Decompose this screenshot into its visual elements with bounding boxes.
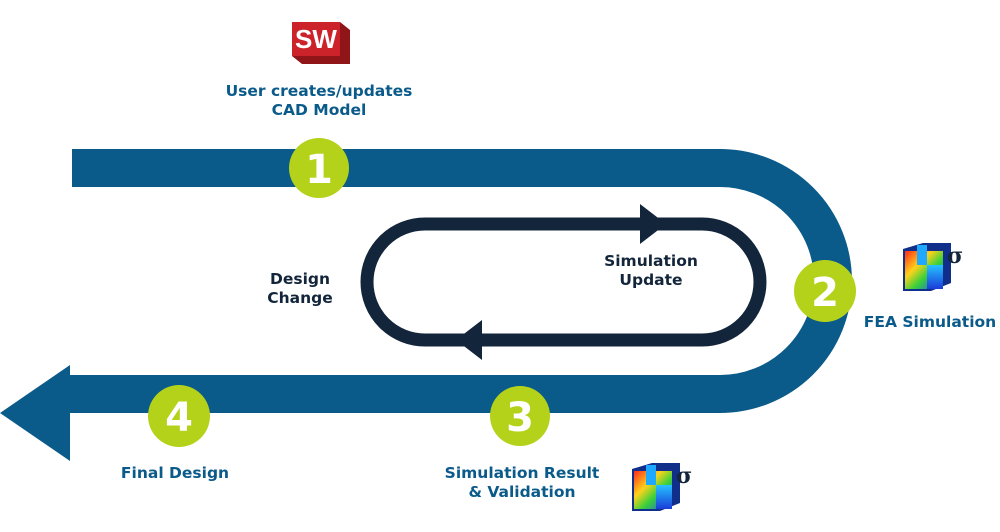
step-3-label: Simulation Result & Validation: [444, 464, 600, 501]
design-change-label: Design Change: [267, 270, 333, 307]
track-arrowhead: [0, 365, 70, 461]
fea-result-icon: σ: [632, 463, 692, 511]
step-1-marker: 1: [289, 138, 349, 198]
step-2-number: 2: [811, 270, 839, 316]
step-2-label: FEA Simulation: [863, 313, 997, 331]
solidworks-logo: SW: [292, 22, 350, 64]
solidworks-logo-text: SW: [295, 24, 337, 54]
sigma-icon: σ: [947, 243, 963, 269]
fea-simulation-icon: σ: [903, 243, 963, 291]
process-track: [60, 149, 852, 413]
step-4-number: 4: [165, 395, 193, 441]
sigma-icon: σ: [676, 463, 692, 489]
step-2-marker: 2: [794, 260, 856, 322]
loop-arrow-left: [456, 320, 482, 360]
step-3-marker: 3: [490, 386, 550, 446]
design-loop: [360, 217, 767, 347]
step-1-number: 1: [305, 147, 333, 193]
step-3-number: 3: [506, 395, 534, 441]
loop-arrow-right: [640, 204, 666, 244]
step-4-marker: 4: [148, 385, 210, 447]
step-4-label: Final Design: [120, 464, 230, 482]
simulation-update-label: Simulation Update: [604, 252, 698, 289]
step-1-label: User creates/updates CAD Model: [225, 82, 413, 119]
